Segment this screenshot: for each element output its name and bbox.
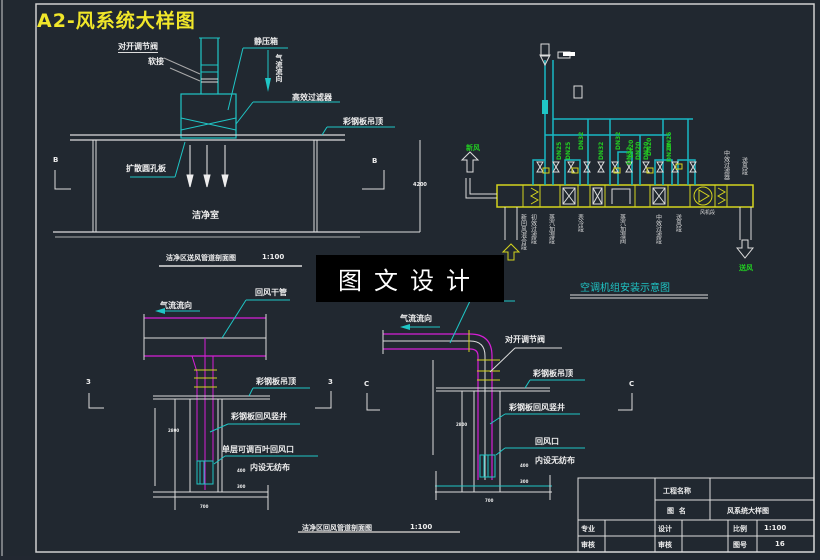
ahu-section-label: 表冷段 [577,213,584,233]
sheet-title: A2-风系统大样图 [37,10,196,32]
ahu-section-label: 中效过滤器 [723,149,730,181]
pipe-size-labels: DN25 DN25 DN32 DN32 DN32 DN32 DN20 DN20 … [556,132,673,165]
ahu-section-label: 风机段 [700,209,715,216]
pipe-size-label: DN20 [666,144,673,162]
fresh-air-label: 新风 [466,143,480,152]
pipe-size-label: DN20 [646,138,653,156]
pipe-size-label: DN20 [628,140,635,158]
pipe-size-label: DN32 [598,142,605,160]
ahu-section-label: 中效过滤段 [655,213,662,245]
ahu-section-label: 初效过滤段 [530,213,537,245]
pipe-size-label: DN25 [666,132,673,150]
section-b-drawing [53,37,421,267]
pipe-size-label: DN32 [578,132,585,150]
ahu-section-label: 蒸汽加湿段 [548,213,555,245]
ahu-section-label: 新回风混合段 [520,213,527,251]
watermark-banner: 图文设计 [316,255,504,302]
title-block [577,477,815,553]
ahu-section-label: 送风段 [675,213,682,233]
supply-air-label: 送风 [738,263,753,272]
section-3-drawing [88,299,460,533]
pipe-size-label: DN20 [635,142,642,160]
pipe-size-label: DN20 [643,142,650,160]
ahu-diagram: DN25 DN25 DN32 DN32 DN32 DN32 DN20 DN20 … [460,43,755,299]
ahu-section-label: 送风段 [741,156,748,176]
ahu-section-label: 蒸汽加湿阀 [619,213,626,245]
pipe-size-label: DN25 [556,142,563,160]
pipe-size-label: DN32 [615,132,622,150]
drawing-border [35,3,815,553]
pipe-size-label: DN32 [626,147,633,165]
section-c-drawing [366,300,633,500]
pipe-size-label: DN25 [565,142,572,160]
